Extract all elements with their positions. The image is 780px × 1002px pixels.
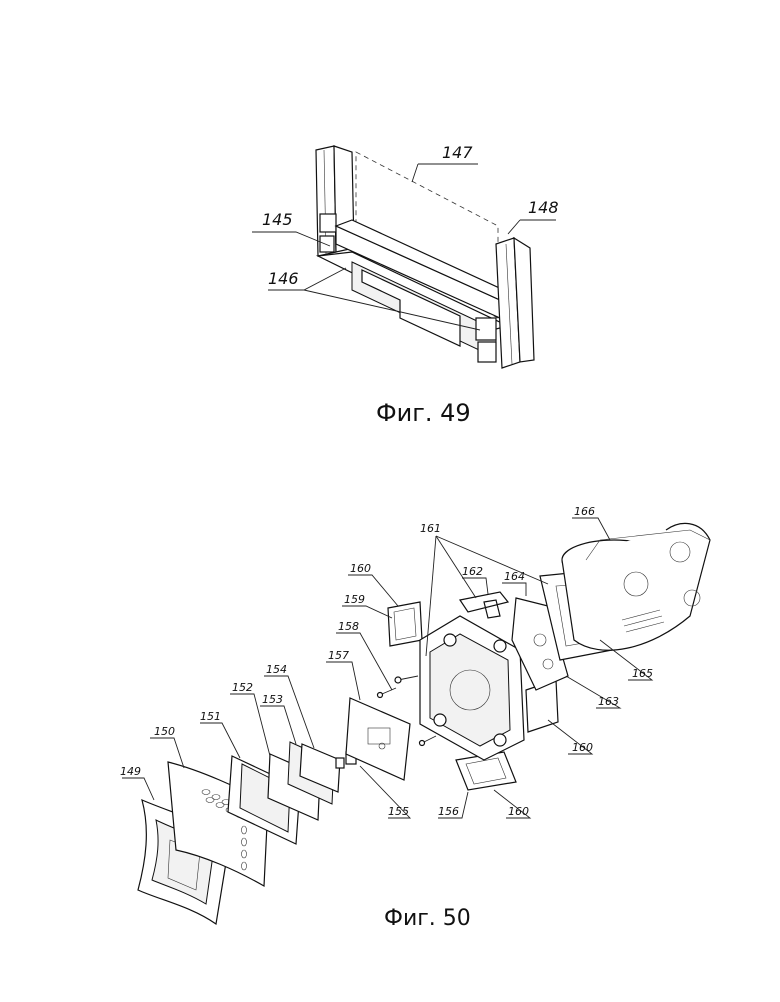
label-161: 161 (420, 522, 441, 535)
figure-50: 149 150 151 152 153 154 155 156 157 158 … (120, 505, 710, 931)
label-156: 156 (438, 805, 459, 818)
label-146: 146 (268, 269, 299, 288)
part-157-base-plate (346, 698, 410, 780)
part-162-clip (460, 592, 508, 618)
part-161-mechanism (420, 616, 524, 760)
label-160-bottom: 160 (508, 805, 529, 818)
label-160-top: 160 (350, 562, 371, 575)
part-166-mounting-box (562, 523, 710, 650)
label-150: 150 (154, 725, 175, 738)
label-158: 158 (338, 620, 359, 633)
label-148: 148 (528, 198, 559, 217)
caption-fig-49: Фиг. 49 (376, 399, 471, 427)
label-145: 145 (262, 210, 293, 229)
label-155: 155 (388, 805, 409, 818)
label-151: 151 (200, 710, 221, 723)
label-152: 152 (232, 681, 253, 694)
label-166: 166 (574, 505, 595, 518)
caption-fig-50: Фиг. 50 (384, 906, 471, 931)
label-160-side: 160 (572, 741, 593, 754)
label-154: 154 (266, 663, 287, 676)
figure-49: 147 145 146 148 Фиг. 49 (252, 143, 559, 427)
label-163: 163 (598, 695, 619, 708)
part-160-bracket-top (388, 602, 422, 646)
label-164: 164 (504, 570, 525, 583)
label-159: 159 (344, 593, 365, 606)
label-147: 147 (442, 143, 473, 162)
label-149: 149 (120, 765, 141, 778)
label-153: 153 (262, 693, 283, 706)
label-157: 157 (328, 649, 349, 662)
label-162: 162 (462, 565, 483, 578)
label-165: 165 (632, 667, 653, 680)
